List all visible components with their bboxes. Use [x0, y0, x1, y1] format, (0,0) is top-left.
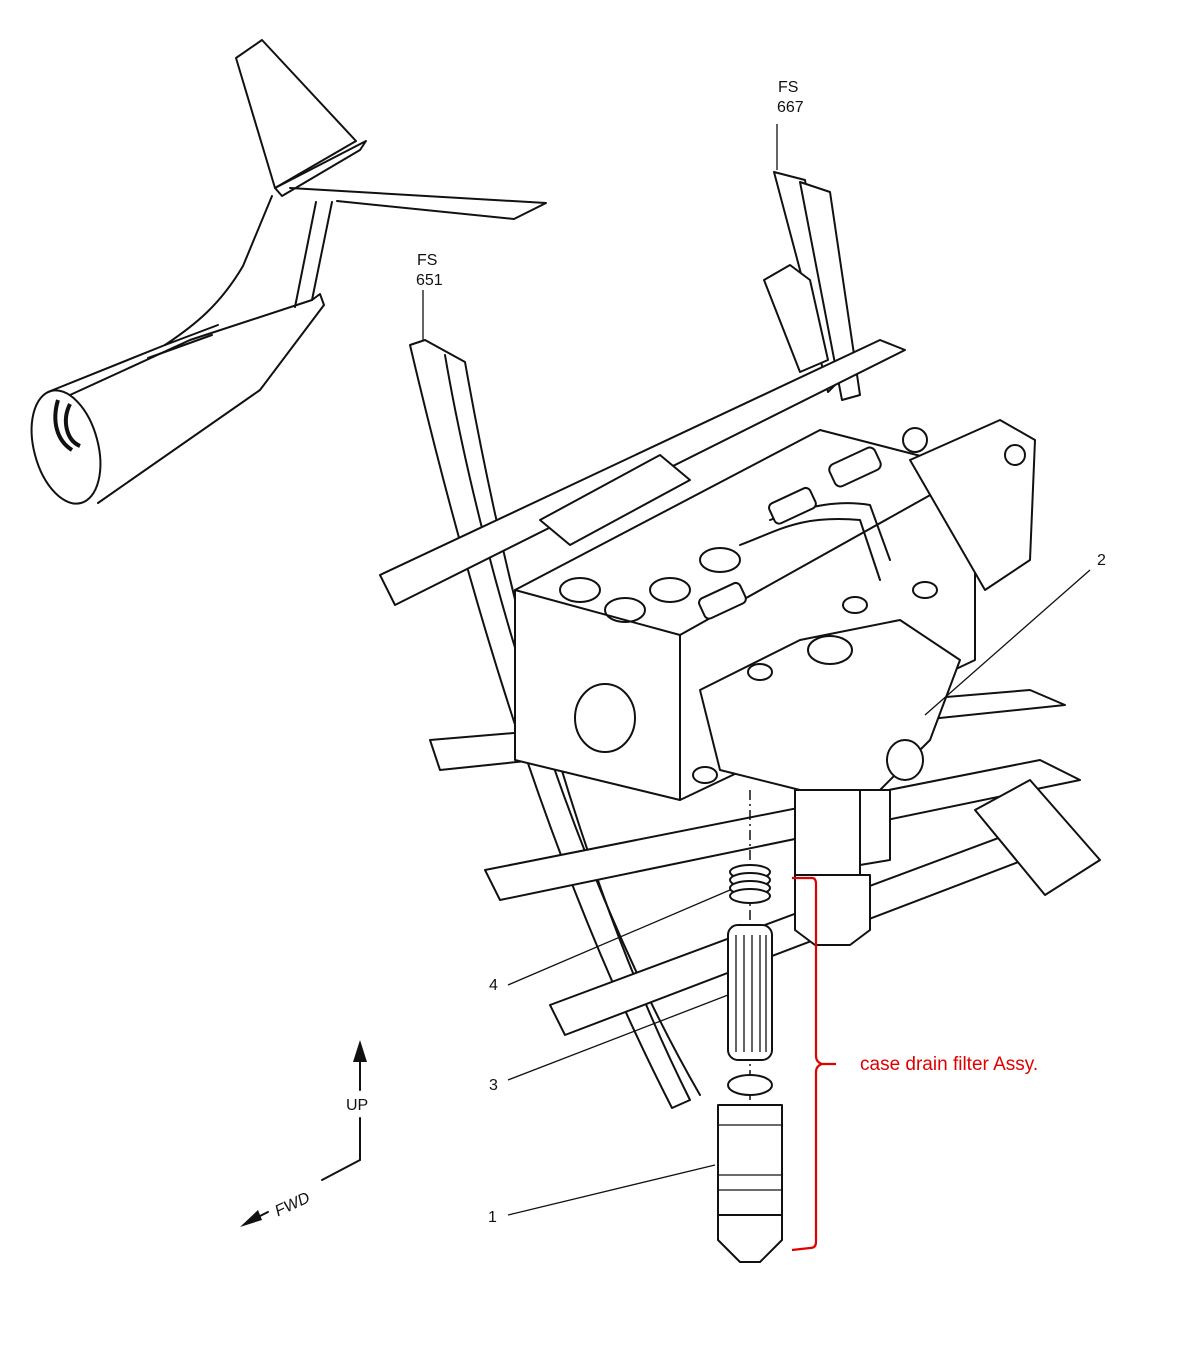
fs651-prefix: FS	[417, 252, 437, 269]
assembly-bracket	[791, 876, 836, 1252]
orientation-indicator	[240, 1040, 367, 1227]
fwd-arrow-icon	[240, 1210, 262, 1227]
exploded-filter-parts	[717, 790, 783, 1263]
fwd-label: FWD	[272, 1189, 313, 1220]
spring	[729, 864, 771, 904]
callout-3: 3	[489, 1077, 498, 1094]
fs651-number: 651	[416, 272, 443, 289]
assembly-annotation: case drain filter Assy.	[860, 1054, 1038, 1075]
callout-2: 2	[1097, 552, 1106, 569]
up-arrow-icon	[353, 1040, 367, 1062]
aircraft-locator-view	[30, 39, 547, 505]
leader-lines	[507, 569, 1091, 1216]
callout-1: 1	[488, 1209, 497, 1226]
filter-element	[727, 924, 773, 1061]
fs667-prefix: FS	[778, 79, 798, 96]
filter-bowl	[717, 1074, 783, 1263]
callout-4: 4	[489, 977, 498, 994]
fs667-number: 667	[777, 99, 804, 116]
up-label: UP	[346, 1097, 368, 1114]
tubing	[698, 446, 891, 620]
frame-fs-667	[763, 124, 861, 401]
filter-manifold	[692, 581, 961, 946]
